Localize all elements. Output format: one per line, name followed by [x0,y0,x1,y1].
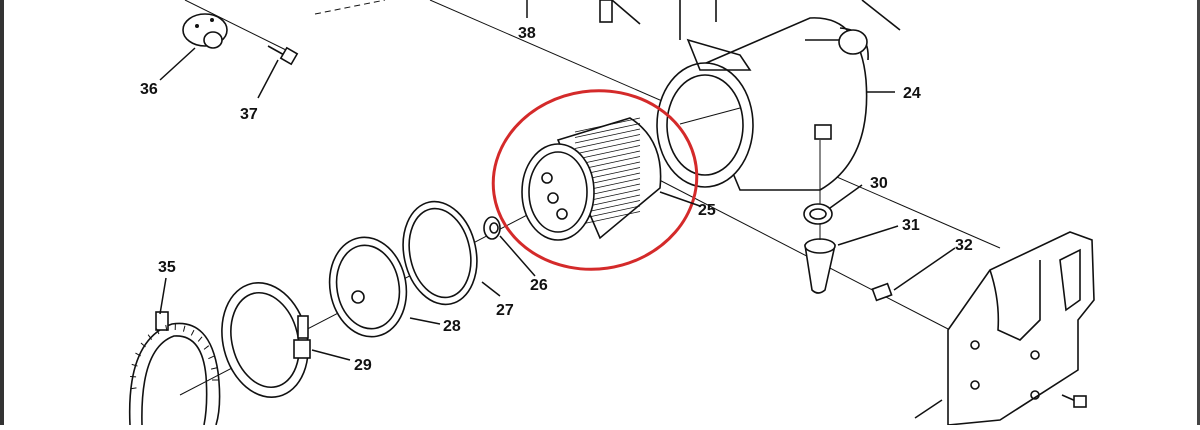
callout-29: 29 [354,357,372,374]
callout-37: 37 [240,106,258,123]
part-28-cover [322,231,414,343]
top-rod-part [600,0,612,22]
band-clamp-tooth [208,356,213,359]
part-27-gasket [394,195,486,312]
band-clamp-tooth [183,326,184,332]
dashed-guide-top [315,0,385,14]
mounting-bracket-plate [948,232,1094,425]
callout-27: 27 [496,302,514,319]
band-clamp-tooth [198,337,202,342]
callout-36: 36 [140,81,158,98]
part-31-dust-valve [805,224,835,293]
top-rod-line [612,0,640,24]
callout-24: 24 [903,85,921,102]
axis-line-lower [640,170,950,330]
band-clamp-tooth [191,330,194,335]
bottom-right-bolt [1062,395,1086,407]
band-clamp-tooth [204,346,209,350]
callout-25: 25 [698,202,716,219]
part-29-clamp [210,274,320,407]
part-36-flange [183,0,290,52]
part-35-band-clamp [130,312,220,425]
callout-31: 31 [902,217,920,234]
top-right-line [862,0,900,30]
callout-30: 30 [870,175,888,192]
callout-32: 32 [955,237,973,254]
part-26-nut [484,217,500,239]
part-24-housing [657,18,868,190]
callout-28: 28 [443,318,461,335]
left-frame-edge [0,0,4,425]
part-25-filter-element [522,118,661,240]
callout-26: 26 [530,277,548,294]
callout-38: 38 [518,25,536,42]
band-clamp-tooth [211,368,217,369]
callout-35: 35 [158,259,176,276]
